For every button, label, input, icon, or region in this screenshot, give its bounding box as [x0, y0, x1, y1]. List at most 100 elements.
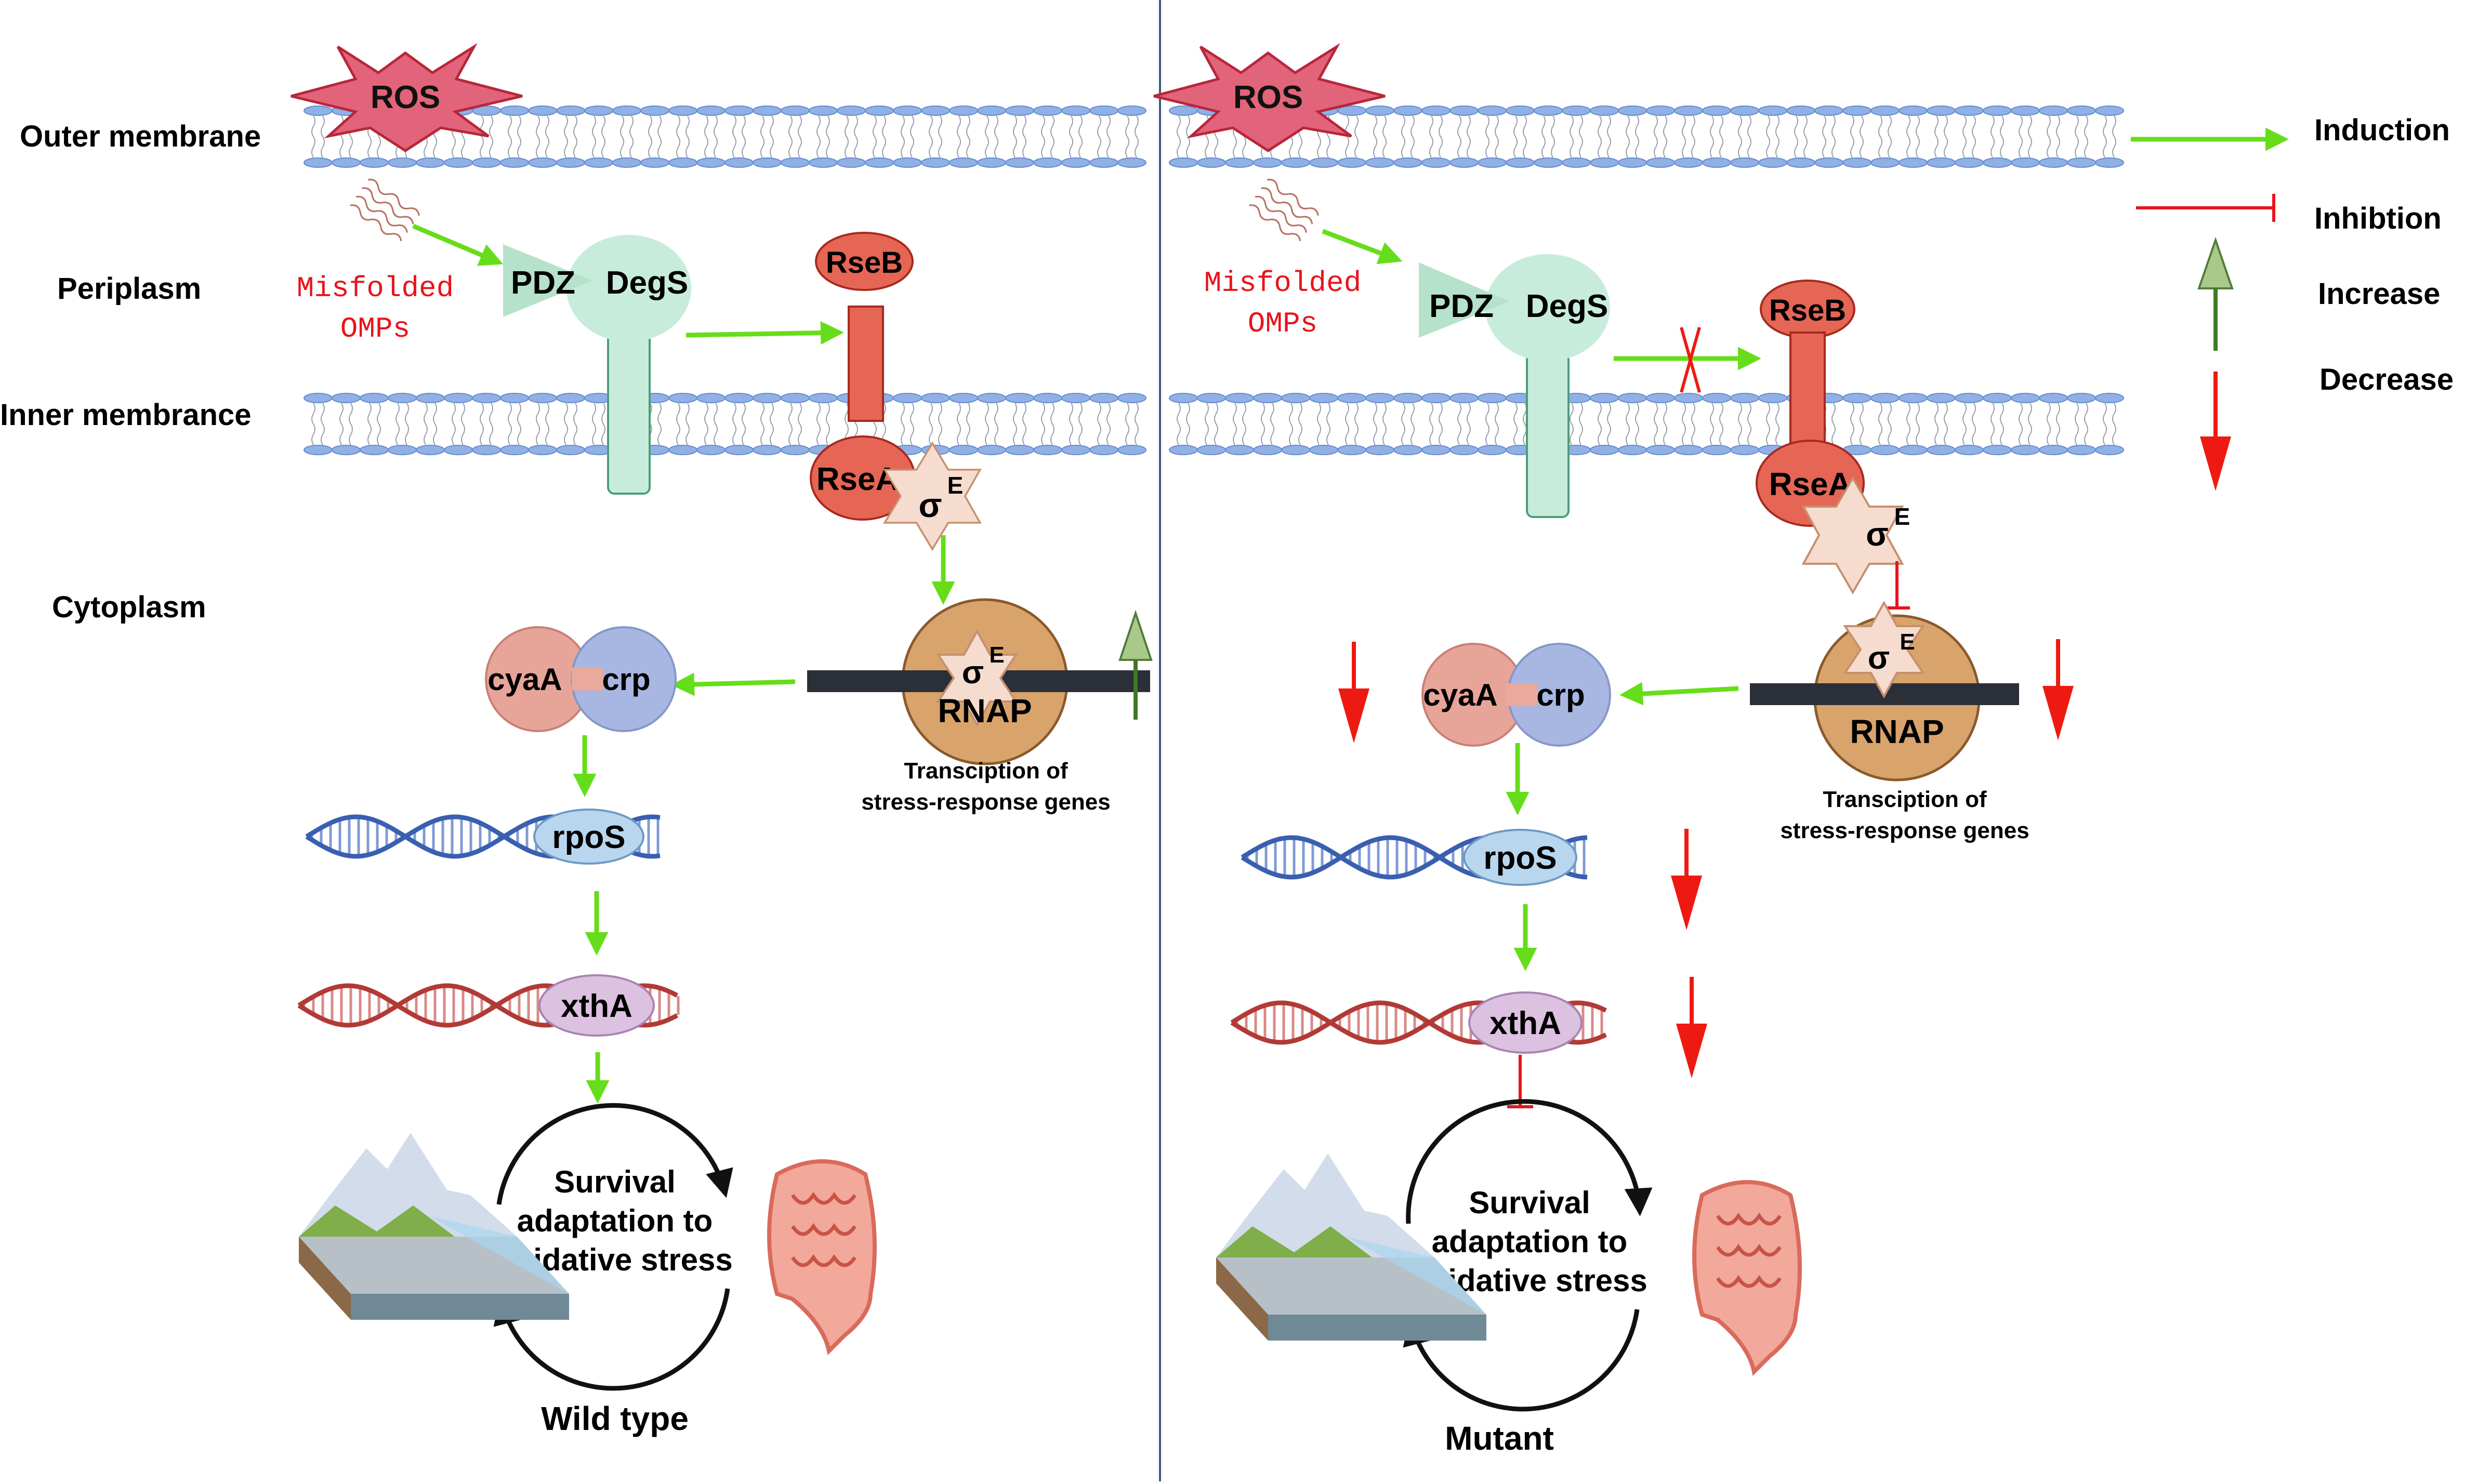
sigma-label: σ	[962, 655, 984, 691]
decrease-arrows	[1338, 639, 2074, 1078]
transcription-label-l2: stress-response genes	[1780, 818, 2029, 843]
pdz-label: PDZ	[1429, 288, 1494, 324]
inner-membrane-label: Inner membrance	[0, 398, 252, 432]
misfolded-omps-icon	[350, 179, 420, 242]
sigma-e-star-icon	[936, 629, 1018, 727]
induction-arrow	[686, 321, 844, 345]
ros-label: ROS	[371, 80, 440, 115]
cycle-arrow-top	[496, 1103, 733, 1205]
ros-star-icon: ROS	[291, 43, 523, 152]
misfolded-label-l2: OMPs	[1248, 307, 1317, 340]
sigma-label: σ	[1868, 640, 1890, 676]
mutant-panel: ROS Misfolded OMPs PDZ DegS RseB RseA σ …	[1153, 43, 2074, 1457]
decrease-arrow-icon	[1671, 829, 1702, 930]
legend-increase: Increase	[2318, 277, 2440, 311]
rseb-label: RseB	[826, 246, 903, 280]
misfolded-label-l1: Misfolded	[297, 272, 454, 305]
xtha-label: xthA	[1490, 1005, 1561, 1041]
increase-arrow-icon	[2197, 236, 2234, 351]
decrease-arrow-icon	[1676, 977, 1707, 1078]
wild-type-panel: ROS Misfolded OMPs PDZ DegS RseB RseA σ …	[291, 43, 1153, 1437]
lipid-bilayer	[1169, 105, 2124, 168]
cycle-arrow-top	[1406, 1099, 1653, 1224]
rnap-label: RNAP	[1850, 713, 1944, 750]
wild-type-caption: Wild type	[541, 1400, 689, 1437]
transcription-label-l2: stress-response genes	[861, 789, 1110, 815]
misfolded-label-l1: Misfolded	[1204, 267, 1361, 300]
legend-decrease: Decrease	[2319, 363, 2454, 396]
cycle-arrow-bottom	[493, 1288, 730, 1391]
degs-protease: PDZ DegS	[503, 235, 691, 495]
cyaa-label: cyaA	[1423, 678, 1497, 712]
misfolded-label-l2: OMPs	[340, 312, 410, 346]
induction-arrow	[1322, 229, 1403, 264]
xtha-gene	[1468, 991, 1583, 1054]
degs-label: DegS	[606, 265, 688, 301]
rseb-stalk	[848, 306, 884, 422]
rnap-label: RNAP	[938, 692, 1032, 730]
mutant-caption: Mutant	[1445, 1420, 1554, 1457]
membranes	[304, 105, 2124, 455]
landscape-icon	[299, 1133, 569, 1320]
rpos-label: rpoS	[1483, 840, 1557, 876]
landscape-icon	[1216, 1154, 1486, 1341]
survival-label-l1: Survival	[1469, 1185, 1590, 1220]
intestine-icon	[1692, 1180, 1802, 1376]
decrease-arrow-icon	[2200, 372, 2231, 491]
crp-label: crp	[1536, 678, 1585, 712]
ros-star-icon: ROS	[1153, 43, 1386, 152]
survival-label-l2: adaptation to	[517, 1203, 713, 1238]
rseb-label: RseB	[1769, 294, 1846, 327]
cyaa-crp-link	[1506, 683, 1537, 706]
xtha-label: xthA	[561, 988, 632, 1024]
increase-arrow-icon	[1118, 610, 1153, 720]
transcription-label-l1: Transciption of	[904, 758, 1068, 784]
misfolded-omps-icon	[1249, 179, 1319, 242]
legend: Induction Inhibtion Increase Decrease	[2131, 113, 2454, 491]
outer-membrane-label: Outer membrane	[20, 120, 261, 153]
sigma-label: σ	[918, 486, 942, 524]
decrease-arrow-icon	[2042, 639, 2074, 740]
rsea-label: RseA	[1769, 467, 1852, 502]
cyaa-crp-link	[572, 668, 603, 691]
degs-label: DegS	[1526, 288, 1608, 324]
block-cross-icon	[1680, 327, 1701, 393]
xtha-gene	[538, 974, 655, 1037]
sigma-label: σ	[1866, 515, 1889, 553]
crp-label: crp	[602, 662, 650, 697]
legend-induction: Induction	[2314, 113, 2450, 147]
sigma-sup-label: E	[947, 472, 964, 499]
intestine-icon	[767, 1159, 877, 1356]
cyaa-label: cyaA	[487, 662, 562, 697]
sigma-e-star-icon	[1801, 476, 1904, 594]
transcription-label-l1: Transciption of	[1823, 787, 1987, 812]
rpos-gene	[533, 809, 644, 865]
lipid-bilayer	[304, 393, 1146, 455]
rpos-label: rpoS	[552, 819, 625, 855]
periplasm-label: Periplasm	[57, 272, 201, 306]
sigma-e-star-icon	[1843, 600, 1925, 699]
sigma-sup-label: E	[1894, 503, 1910, 530]
induction-arrow	[671, 672, 796, 696]
sigma-e-star-icon	[883, 441, 982, 551]
lipid-bilayer	[1169, 393, 2124, 455]
pdz-label: PDZ	[511, 265, 575, 301]
survival-label-l1: Survival	[554, 1164, 675, 1199]
cytoplasm-label: Cytoplasm	[52, 590, 206, 624]
sigma-sup-label: E	[1900, 629, 1915, 655]
induction-arrow	[1619, 682, 1739, 706]
rseb-protein	[815, 232, 914, 291]
rpos-gene	[1463, 829, 1577, 886]
legend-inhibition: Inhibtion	[2314, 202, 2442, 235]
rseb-stalk	[1789, 332, 1826, 453]
survival-label-l2: adaptation to	[1432, 1224, 1628, 1259]
induction-arrow	[412, 223, 504, 266]
rsea-label: RseA	[816, 461, 899, 497]
ros-label: ROS	[1233, 80, 1303, 115]
cycle-arrow-bottom	[1403, 1309, 1640, 1412]
degs-protease: PDZ DegS	[1419, 254, 1610, 518]
sigma-sup-label: E	[989, 642, 1004, 668]
decrease-arrow-icon	[1338, 642, 1369, 743]
